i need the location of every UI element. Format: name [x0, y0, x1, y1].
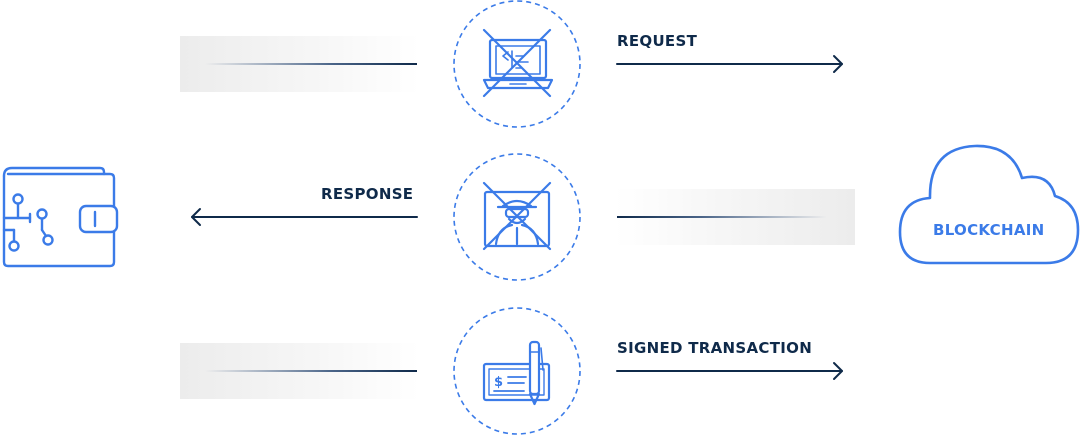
- signed-transaction-arrow: [616, 362, 843, 380]
- check-pen-icon: $: [482, 340, 551, 406]
- signed-source-line: [205, 370, 417, 372]
- wallet-icon: [2, 166, 119, 268]
- response-label: RESPONSE: [321, 185, 414, 203]
- spy-node-circle: [453, 153, 581, 281]
- blockchain-label: BLOCKCHAIN: [933, 221, 1045, 239]
- laptop-code-icon: [482, 28, 554, 98]
- response-arrow: [191, 208, 418, 226]
- laptop-node-circle: [453, 0, 581, 128]
- svg-text:$: $: [494, 375, 503, 390]
- request-arrow: [616, 55, 843, 73]
- signed-transaction-label: SIGNED TRANSACTION: [617, 339, 813, 357]
- response-source-line: [617, 216, 827, 218]
- request-source-line: [205, 63, 417, 65]
- cloud-icon: [898, 144, 1080, 265]
- spy-icon: [482, 181, 552, 251]
- request-label: REQUEST: [617, 32, 698, 50]
- check-node-circle: [453, 307, 581, 435]
